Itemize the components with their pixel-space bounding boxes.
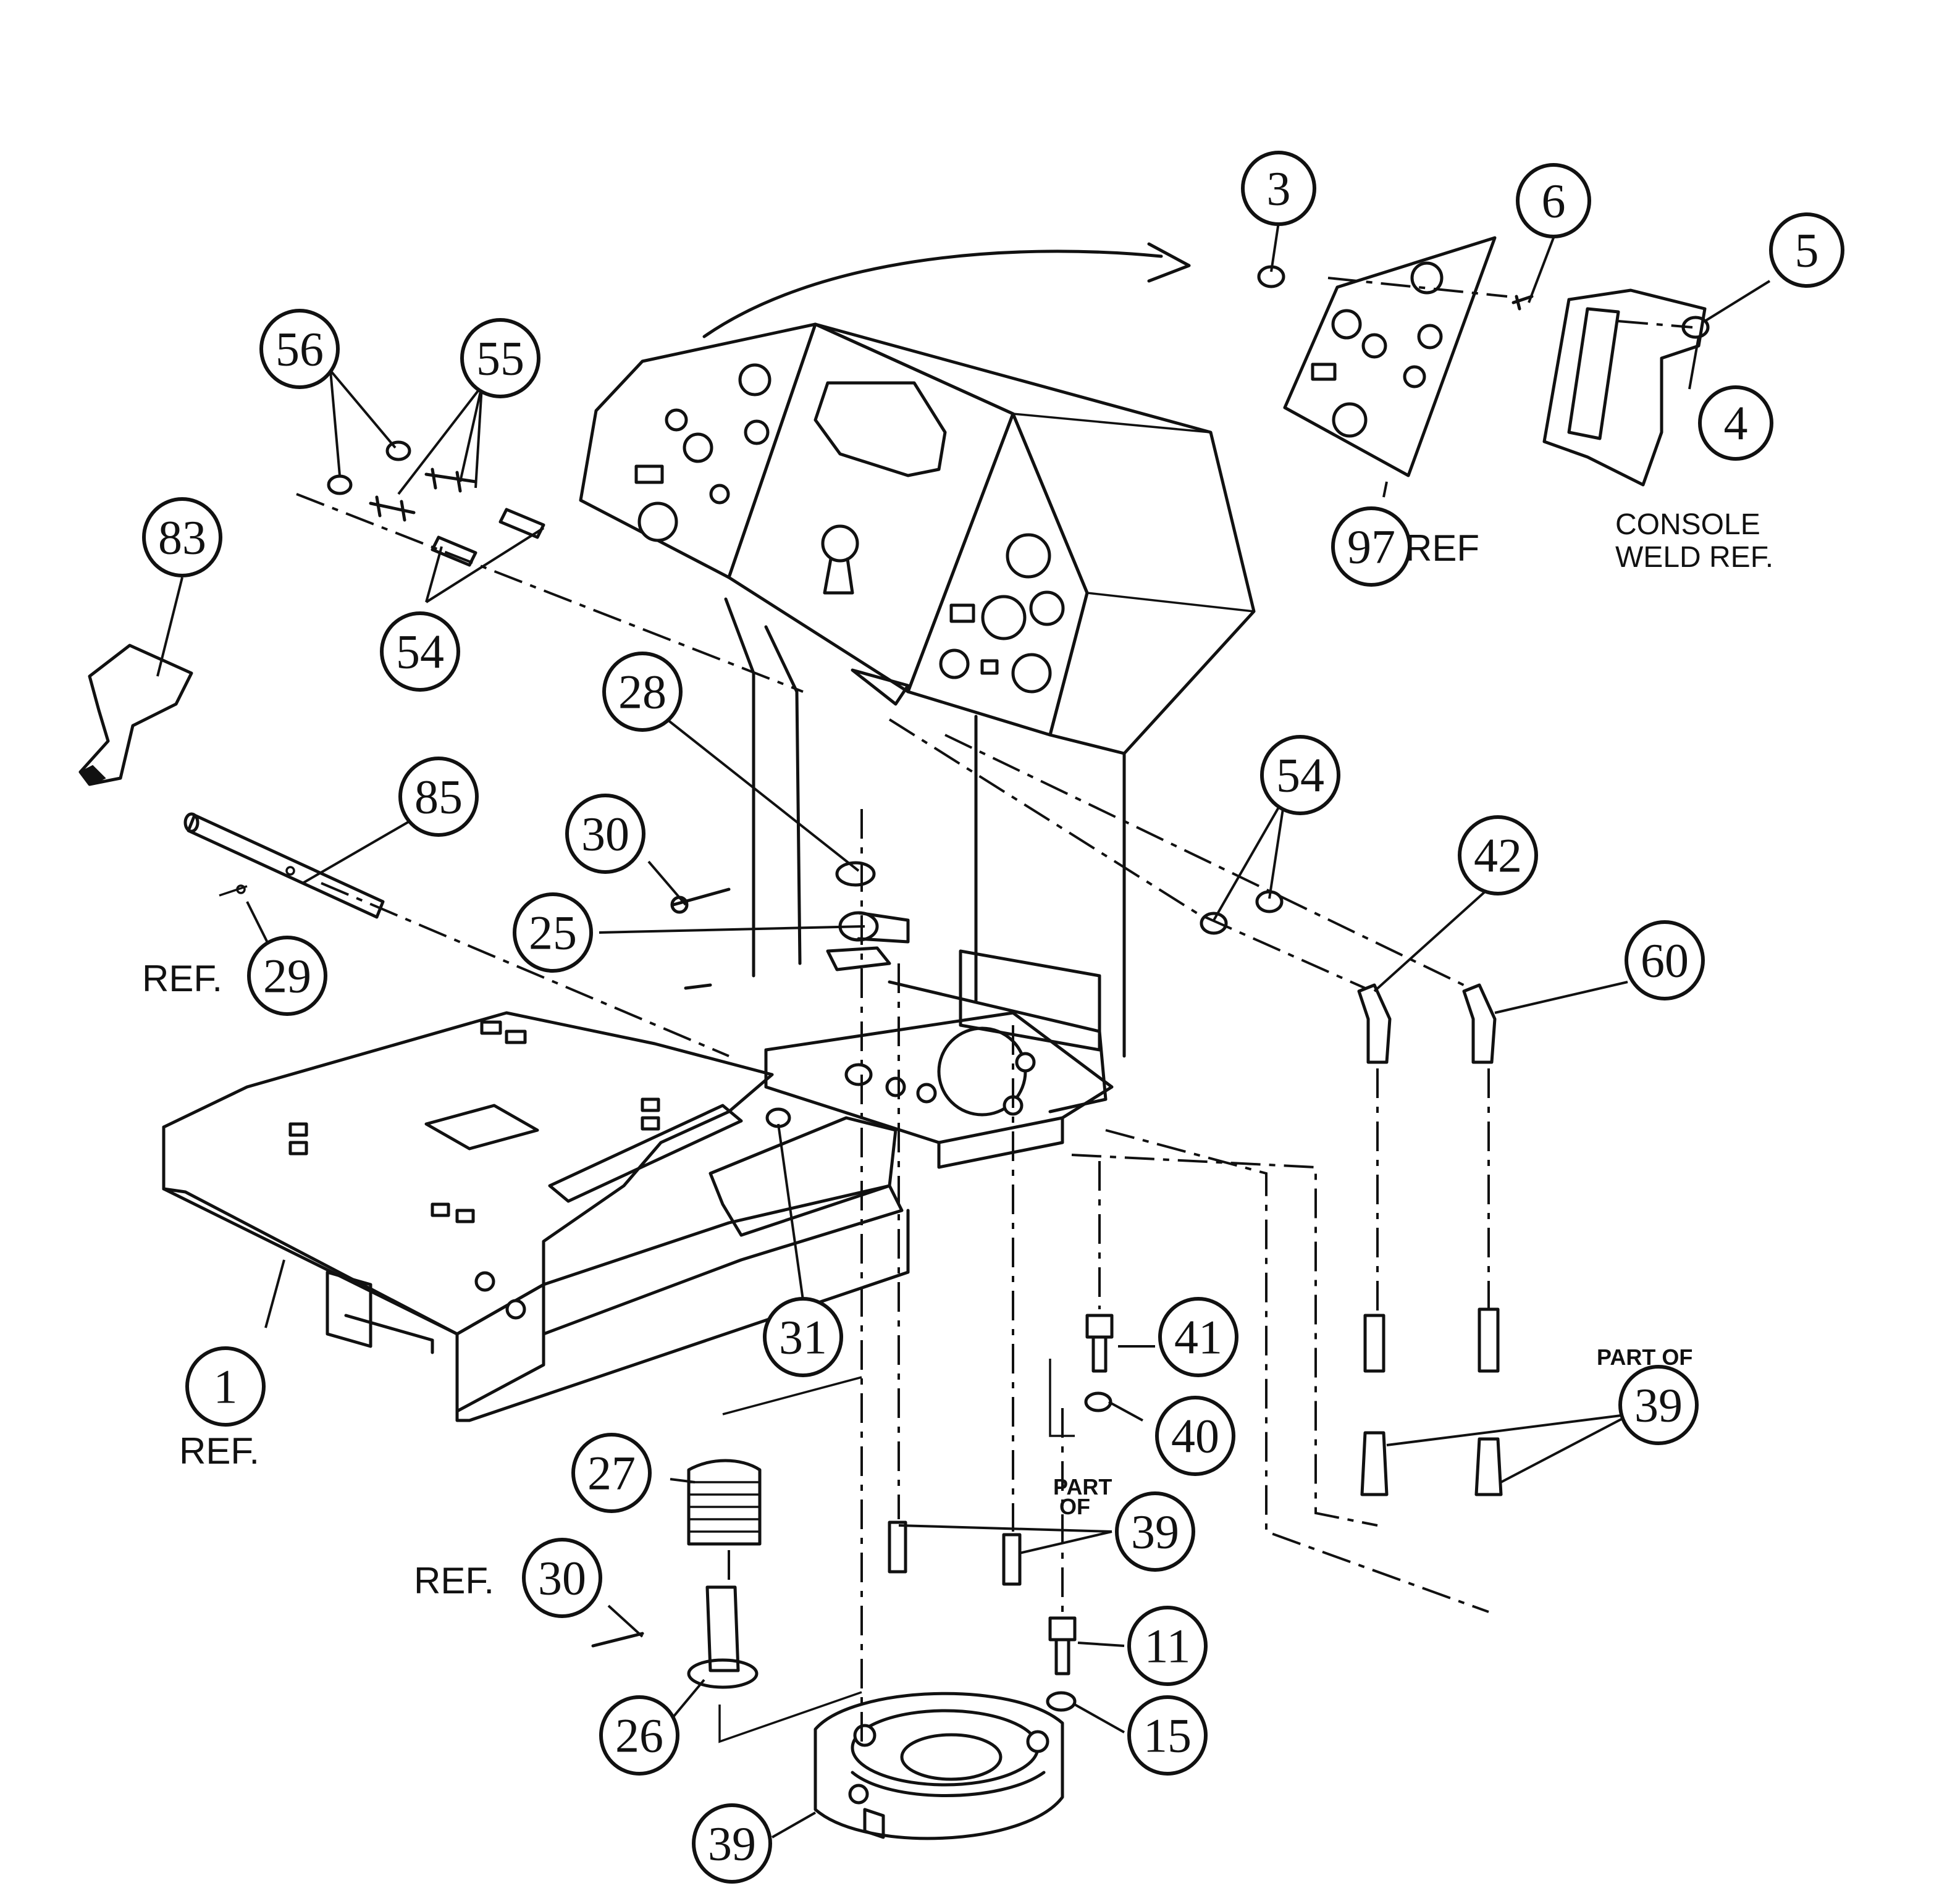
svg-text:56: 56 xyxy=(275,322,324,376)
svg-text:41: 41 xyxy=(1174,1311,1222,1364)
svg-text:29: 29 xyxy=(263,949,311,1003)
base-frame xyxy=(162,980,1114,1422)
callout-15: 15 xyxy=(1127,1695,1208,1776)
svg-text:31: 31 xyxy=(779,1311,827,1364)
ref-label-97: REF xyxy=(1405,527,1479,569)
callout-30-lower: 30 xyxy=(522,1538,602,1618)
svg-text:30: 30 xyxy=(581,807,629,861)
rotation-arrow xyxy=(702,242,1191,338)
svg-text:30: 30 xyxy=(538,1551,586,1605)
svg-text:39: 39 xyxy=(1634,1378,1683,1432)
callout-28: 28 xyxy=(602,652,683,732)
svg-text:26: 26 xyxy=(615,1709,663,1763)
connector-lines xyxy=(718,1359,1075,1743)
callout-83: 83 xyxy=(142,497,222,577)
svg-text:1: 1 xyxy=(214,1360,238,1414)
svg-text:97: 97 xyxy=(1347,520,1395,574)
callout-3: 3 xyxy=(1241,151,1316,226)
part-label-studs: PART xyxy=(1053,1474,1112,1499)
callout-55: 55 xyxy=(460,318,540,398)
svg-text:40: 40 xyxy=(1171,1409,1219,1463)
callout-40: 40 xyxy=(1155,1396,1235,1476)
svg-text:42: 42 xyxy=(1474,829,1522,883)
svg-text:25: 25 xyxy=(529,906,577,960)
callout-31: 31 xyxy=(763,1297,843,1377)
callout-39-bottom: 39 xyxy=(692,1803,772,1884)
alignment-lines xyxy=(296,277,1693,1742)
ref-label-29: REF. xyxy=(142,958,222,999)
svg-text:55: 55 xyxy=(476,332,524,385)
callout-54-upper: 54 xyxy=(380,611,460,692)
handle-assembly xyxy=(78,644,385,919)
console-housing xyxy=(579,322,1256,755)
svg-text:6: 6 xyxy=(1542,174,1566,228)
of-label-studs: OF xyxy=(1059,1494,1090,1519)
callout-39-fittings: 39 xyxy=(1618,1365,1699,1445)
svg-text:85: 85 xyxy=(414,770,463,824)
callout-5: 5 xyxy=(1769,212,1844,288)
detached-panel xyxy=(1257,236,1534,477)
ref-label-1: REF. xyxy=(179,1430,259,1472)
callout-29: 29 xyxy=(247,936,327,1016)
svg-text:39: 39 xyxy=(708,1817,756,1871)
part-of-label-fittings: PART OF xyxy=(1597,1344,1692,1370)
callout-97: 97 xyxy=(1331,506,1411,587)
svg-text:5: 5 xyxy=(1795,224,1819,277)
studs xyxy=(888,1520,1022,1586)
callout-27: 27 xyxy=(571,1433,652,1513)
svg-text:3: 3 xyxy=(1267,162,1291,216)
svg-text:15: 15 xyxy=(1143,1709,1192,1763)
callout-41: 41 xyxy=(1158,1297,1238,1377)
upper-left-fittings xyxy=(327,440,545,567)
svg-text:83: 83 xyxy=(158,511,206,564)
callout-85: 85 xyxy=(398,757,479,837)
callout-26: 26 xyxy=(599,1695,679,1776)
svg-text:4: 4 xyxy=(1724,396,1748,450)
console-weld-label-line1: CONSOLE xyxy=(1615,508,1760,541)
hoses xyxy=(1200,890,1503,1496)
turntable-bearing xyxy=(814,1692,1064,1840)
callout-56: 56 xyxy=(259,309,340,389)
callout-1: 1 xyxy=(185,1346,266,1427)
svg-text:28: 28 xyxy=(618,665,666,719)
console-pedestal xyxy=(724,597,1126,1058)
callout-4: 4 xyxy=(1698,385,1773,461)
svg-text:27: 27 xyxy=(587,1446,636,1500)
bolts xyxy=(1046,1314,1114,1712)
svg-text:11: 11 xyxy=(1144,1619,1190,1673)
ref-label-30: REF. xyxy=(414,1560,494,1601)
callout-60: 60 xyxy=(1625,920,1705,1000)
svg-text:39: 39 xyxy=(1131,1505,1179,1559)
svg-text:54: 54 xyxy=(1276,749,1324,802)
callout-30-upper: 30 xyxy=(565,794,645,874)
svg-text:60: 60 xyxy=(1641,934,1689,988)
callout-54-lower: 54 xyxy=(1260,735,1340,815)
console-weld xyxy=(1542,288,1710,487)
callout-42: 42 xyxy=(1458,815,1538,895)
svg-text:54: 54 xyxy=(396,625,444,679)
callout-11: 11 xyxy=(1127,1606,1208,1686)
console-weld-label-line2: WELD REF. xyxy=(1615,541,1773,574)
leader-lines xyxy=(156,222,1771,1839)
spring-and-pin xyxy=(591,1459,762,1689)
callout-25: 25 xyxy=(513,892,593,973)
pivot-parts xyxy=(670,861,910,1128)
callout-39-studs: 39 xyxy=(1115,1491,1195,1572)
callout-6: 6 xyxy=(1516,163,1591,238)
